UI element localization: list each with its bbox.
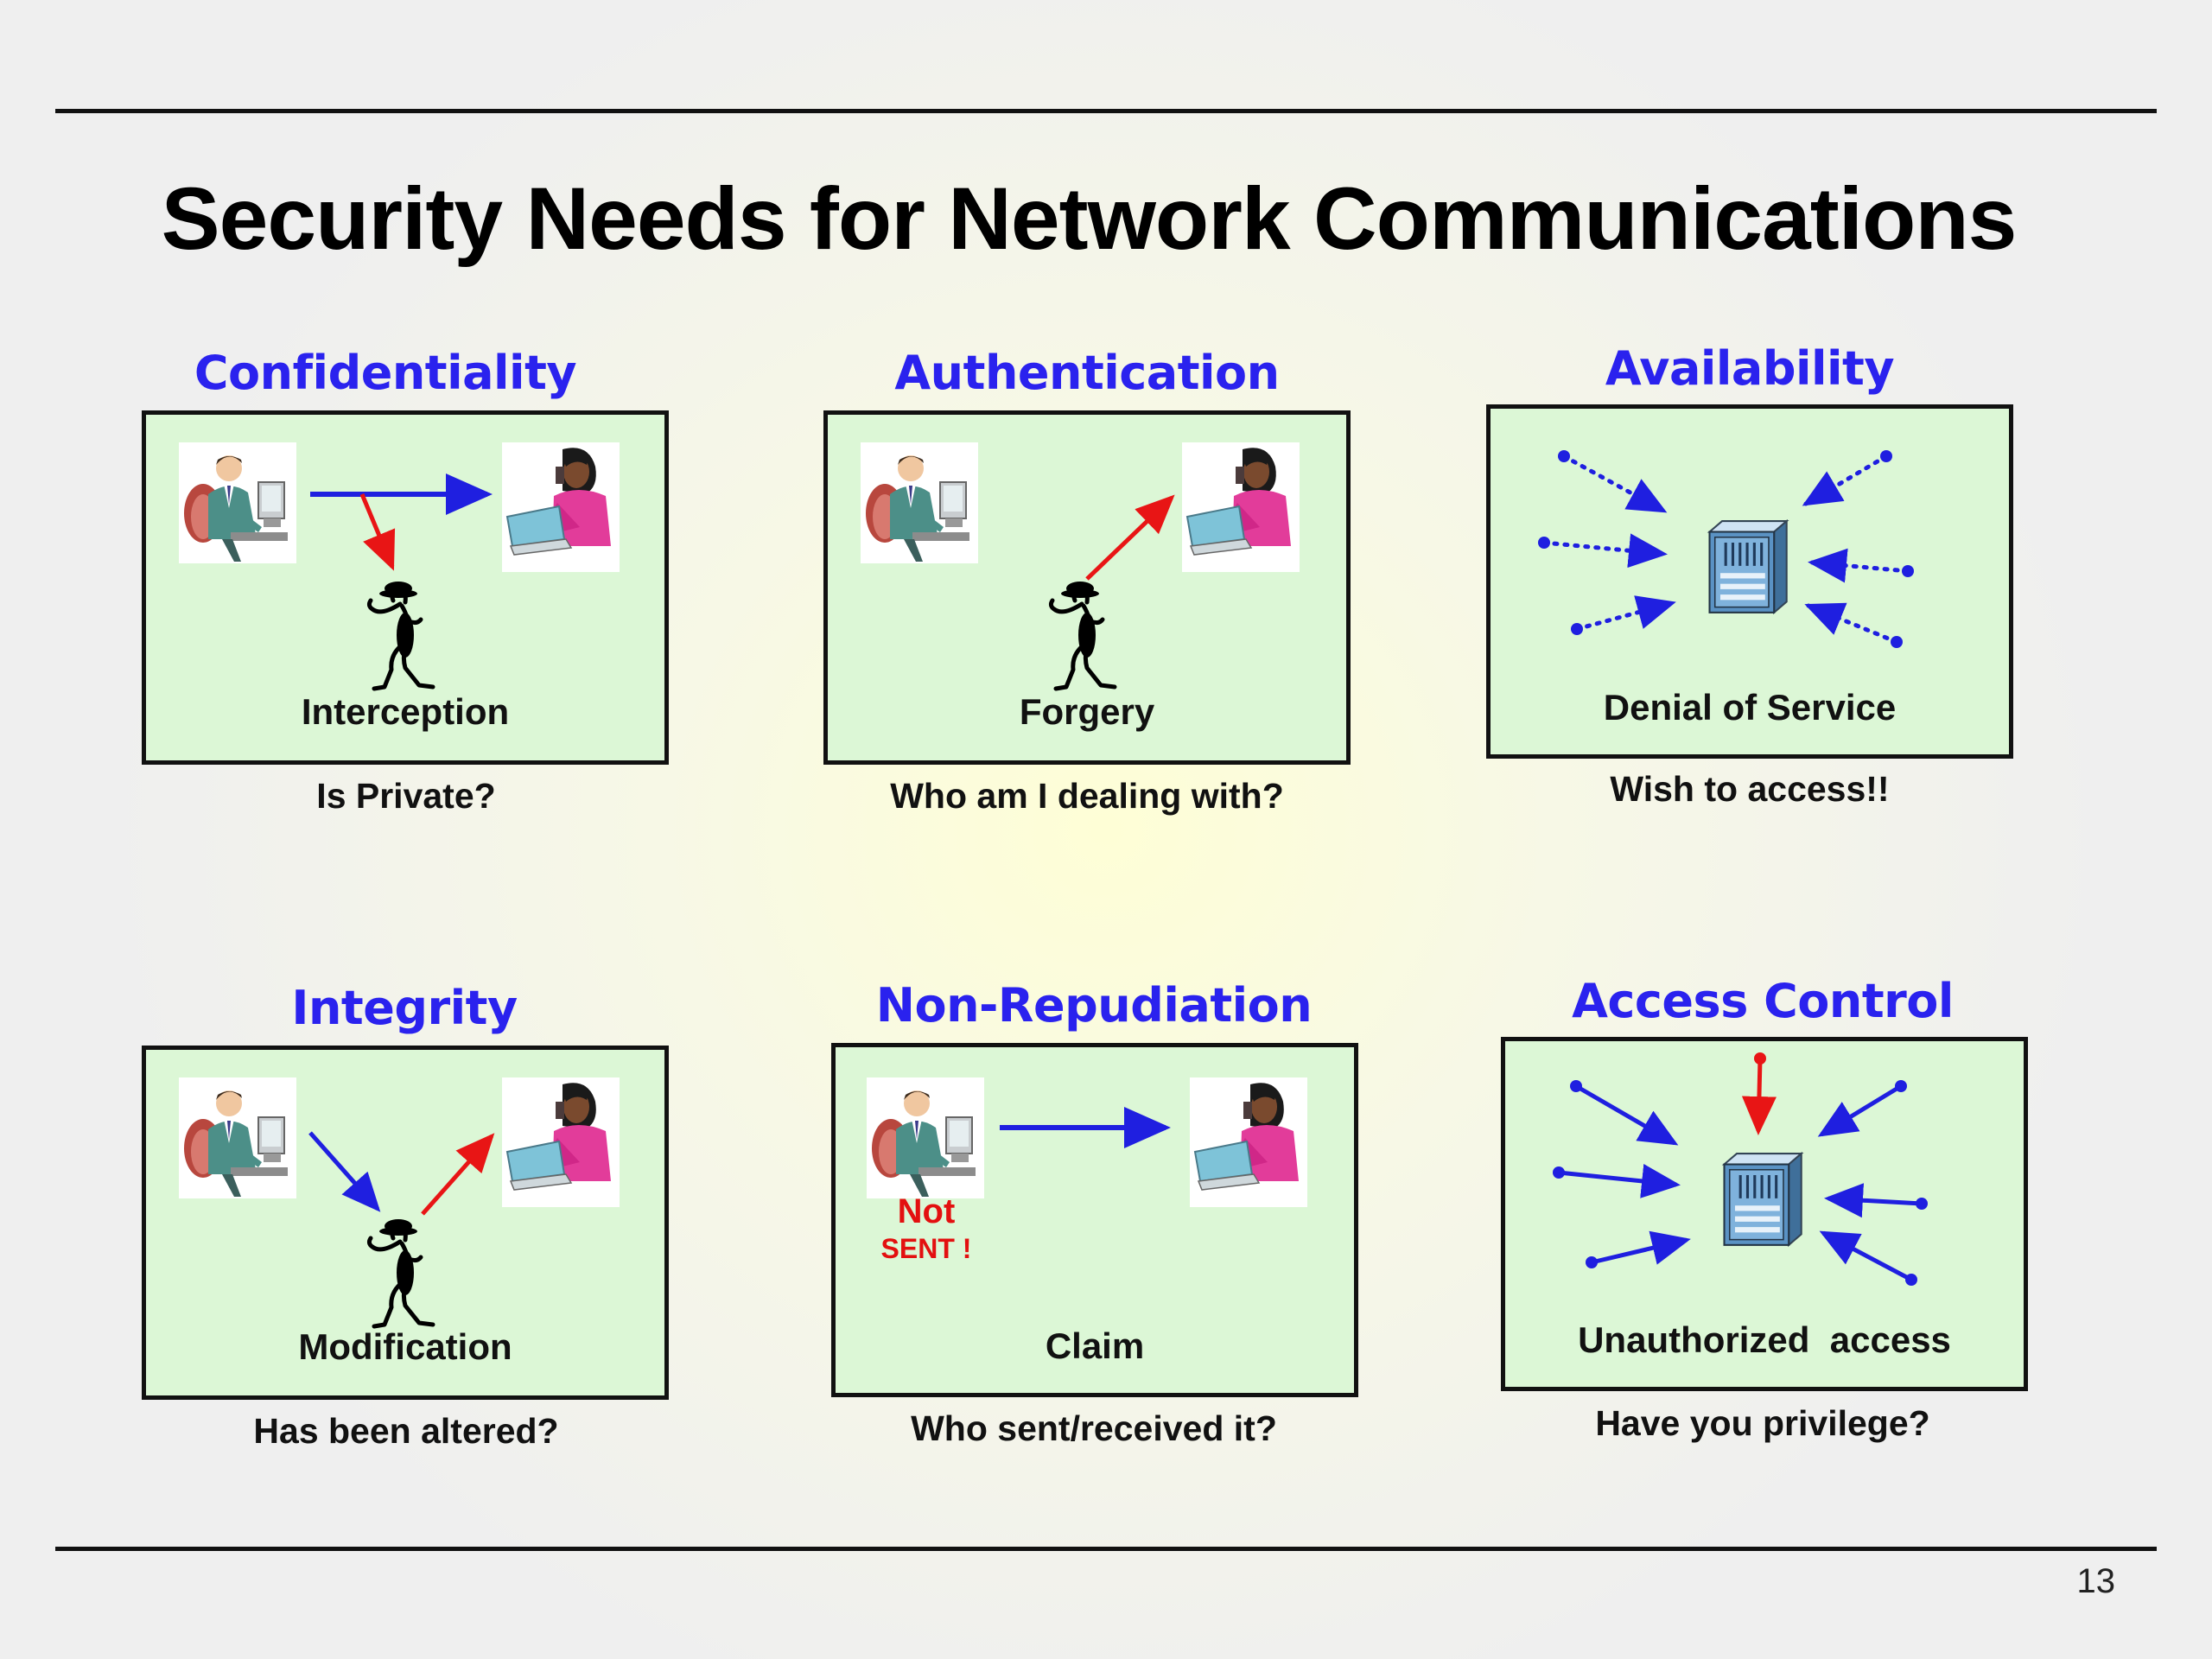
intercept-arrow [359, 493, 396, 571]
page-title: Security Needs for Network Communication… [161, 169, 2018, 268]
heading-authentication: Authentication [894, 346, 1280, 400]
heading-non-repudiation: Non-Repudiation [875, 978, 1313, 1033]
label-unauthorized-access: Unauthorized access [1578, 1319, 1951, 1360]
integrity-diagram [308, 1131, 495, 1216]
panel-availability: Denial of Service [1486, 404, 2013, 759]
not-sent-note: Not SENT ! [853, 1192, 1000, 1265]
businessman-icon [179, 442, 296, 563]
panel-non-repudiation: Not SENT ! Claim [831, 1043, 1358, 1397]
woman-laptop-icon [1182, 442, 1300, 572]
question-wish-to-access: Wish to access!! [1610, 769, 1890, 809]
eavesdropper-icon [1037, 575, 1123, 696]
heading-access-control: Access Control [1572, 974, 1954, 1028]
modified-arrow [421, 1133, 495, 1216]
panel-access-control: Unauthorized access [1501, 1037, 2028, 1391]
label-modification: Modification [298, 1326, 512, 1367]
question-has-been-altered: Has been altered? [253, 1411, 559, 1451]
question-is-private: Is Private? [316, 776, 496, 816]
page-number: 13 [2076, 1562, 2116, 1600]
businessman-icon [861, 442, 978, 563]
authentication-diagram [1085, 494, 1175, 581]
eavesdropper-icon [355, 575, 442, 696]
not-sent-line2: SENT ! [880, 1233, 972, 1264]
server-icon [1713, 1152, 1808, 1249]
denied-arrow [1741, 1058, 1777, 1135]
forgery-arrow [1085, 494, 1175, 581]
not-sent-line1: Not [897, 1192, 956, 1230]
label-forgery: Forgery [1019, 691, 1155, 732]
message-arrow [308, 1131, 381, 1212]
access-control-diagram [1553, 1052, 1928, 1286]
non-repudiation-diagram [1000, 1107, 1171, 1148]
server-icon [1698, 519, 1793, 616]
label-claim: Claim [1045, 1325, 1145, 1366]
woman-laptop-icon [1190, 1077, 1307, 1207]
panel-authentication: Forgery [823, 410, 1351, 765]
question-have-you-privilege: Have you privilege? [1595, 1403, 1930, 1443]
bottom-rule [55, 1547, 2157, 1551]
question-who-sent-received-it: Who sent/received it? [911, 1408, 1277, 1448]
label-interception: Interception [301, 691, 510, 732]
confidentiality-diagram [310, 474, 493, 571]
question-who-am-i-dealing-with: Who am I dealing with? [890, 776, 1284, 816]
panel-confidentiality: Interception [142, 410, 669, 765]
label-denial-of-service: Denial of Service [1603, 687, 1897, 728]
availability-diagram [1538, 450, 1914, 648]
heading-availability: Availability [1605, 341, 1895, 396]
heading-confidentiality: Confidentiality [194, 346, 577, 400]
businessman-icon [867, 1077, 984, 1198]
eavesdropper-icon [355, 1212, 442, 1333]
woman-laptop-icon [502, 1077, 620, 1207]
heading-integrity: Integrity [291, 981, 518, 1035]
top-rule [55, 109, 2157, 113]
businessman-icon [179, 1077, 296, 1198]
panel-integrity: Modification [142, 1046, 669, 1400]
woman-laptop-icon [502, 442, 620, 572]
